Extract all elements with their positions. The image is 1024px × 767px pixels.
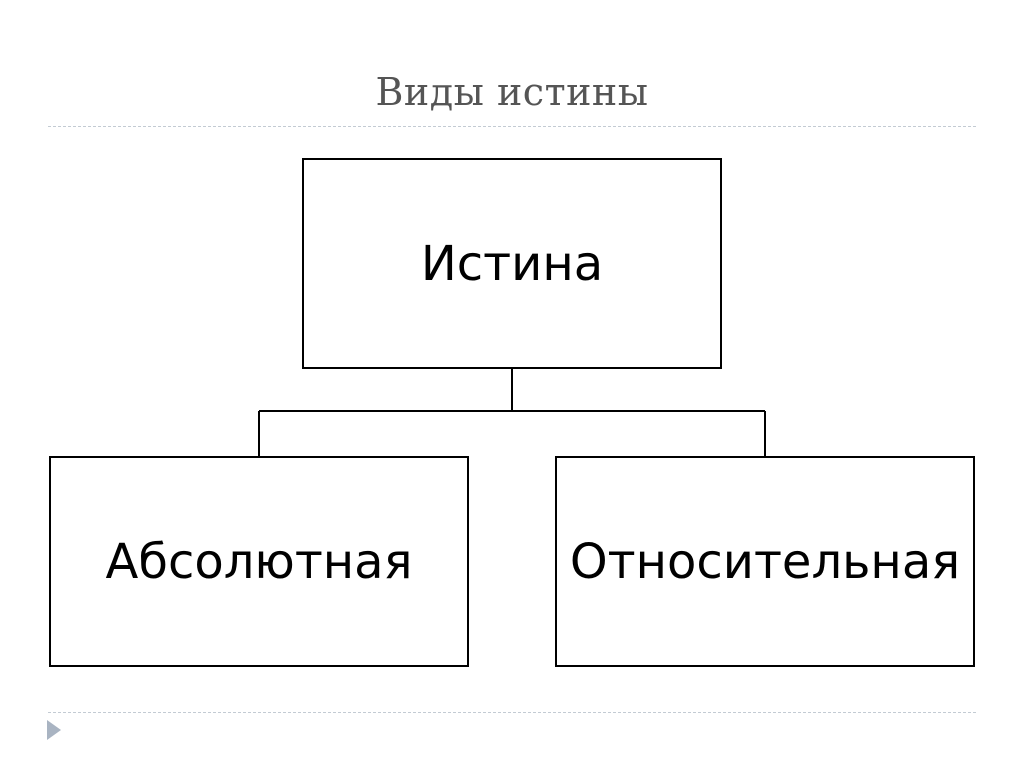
footer-divider <box>48 712 976 713</box>
node-truth: Истина <box>302 158 722 369</box>
slide-title: Виды истины <box>375 70 649 114</box>
triangle-right-icon[interactable] <box>47 720 61 740</box>
node-relative: Относительная <box>555 456 975 667</box>
title-divider <box>48 126 976 127</box>
node-absolute: Абсолютная <box>49 456 469 667</box>
